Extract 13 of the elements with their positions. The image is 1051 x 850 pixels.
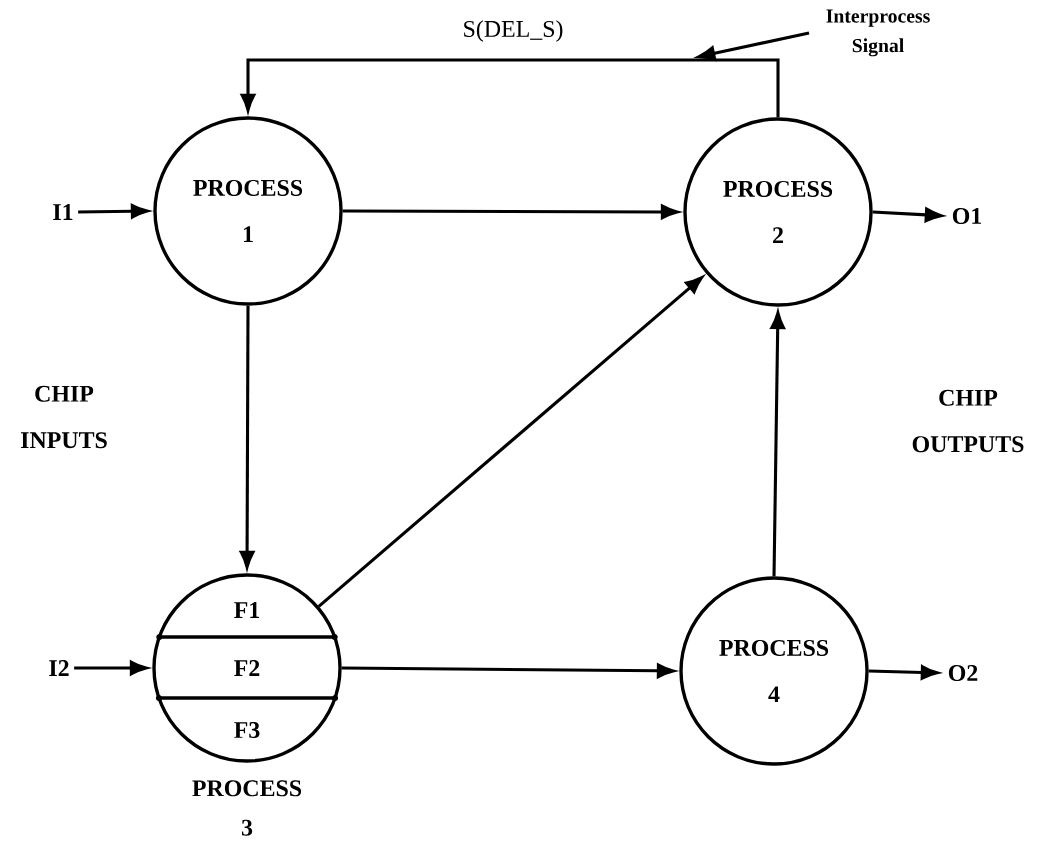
field-label: F3	[234, 721, 260, 739]
callout-text: Interprocess Signal	[826, 9, 930, 57]
side-label: CHIP INPUTS	[21, 385, 107, 449]
signal-label: O2	[948, 664, 978, 682]
signal-label: I2	[49, 660, 69, 676]
arrow	[240, 58, 780, 118]
side-label: CHIP OUTPUTS	[912, 389, 1024, 453]
field-label: F2	[234, 660, 260, 676]
process-label: PROCESS 3	[192, 780, 302, 836]
signal-label: O1	[952, 207, 982, 225]
signal-label: I1	[53, 204, 73, 220]
edge-label: S(DEL_S)	[459, 17, 567, 45]
field-label: F1	[234, 602, 260, 618]
